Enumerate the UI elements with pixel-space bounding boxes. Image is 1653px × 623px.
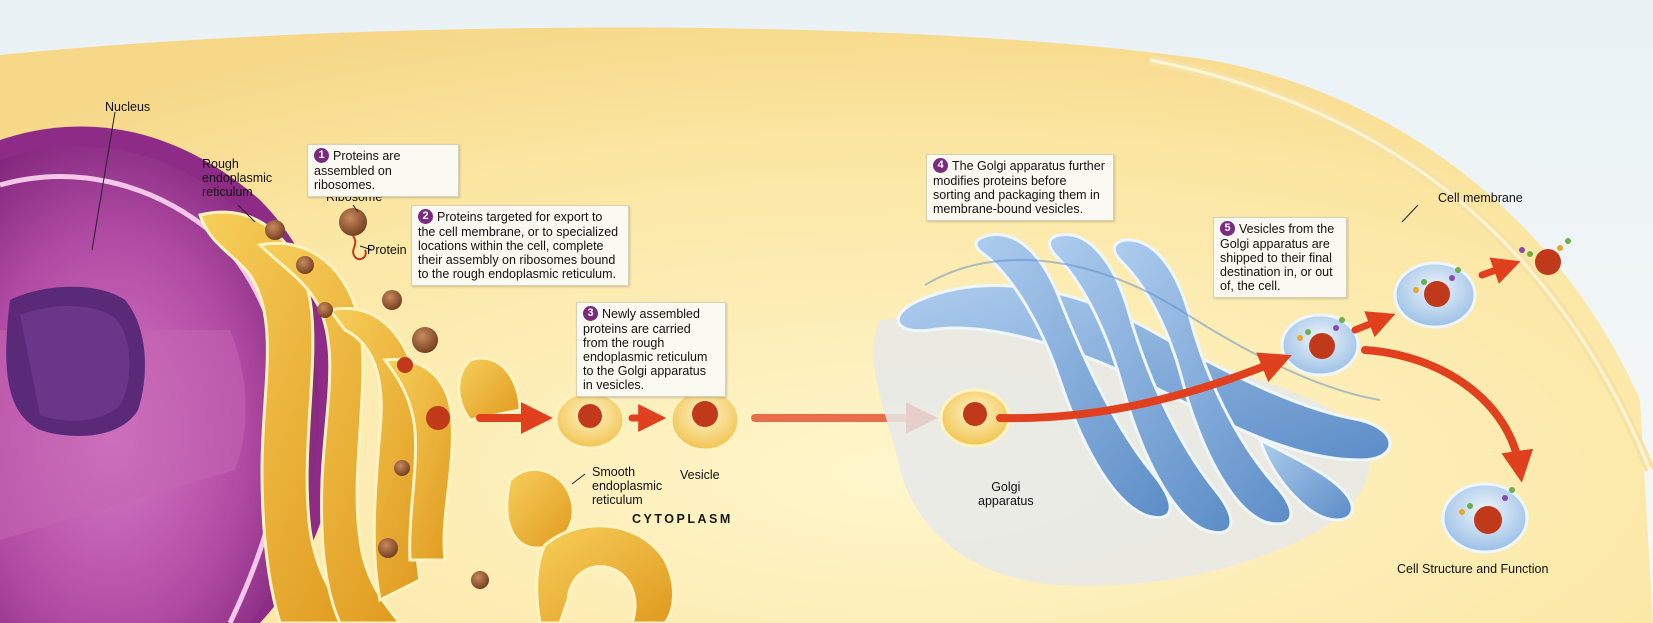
step-1-text: Proteins are assembled on ribosomes. bbox=[314, 149, 401, 192]
internal-vesicle bbox=[1441, 482, 1529, 554]
step-5-text: Vesicles from the Golgi apparatus are sh… bbox=[1220, 222, 1335, 293]
internal-arrow bbox=[1361, 346, 1534, 483]
footer-caption: Cell Structure and Function bbox=[1397, 562, 1549, 576]
rough-er-label: Rough endoplasmic reticulum bbox=[202, 157, 273, 199]
vesicle-label: Vesicle bbox=[680, 468, 720, 482]
golgi-transport-arrow bbox=[996, 352, 1292, 423]
golgi-apparatus bbox=[896, 232, 1392, 535]
secreted-protein bbox=[1519, 238, 1571, 275]
er-proteins bbox=[397, 357, 450, 430]
step-3-badge: 3 bbox=[583, 306, 598, 321]
protein-label: Protein bbox=[367, 243, 407, 257]
er-vesicles bbox=[554, 388, 741, 452]
step-1-badge: 1 bbox=[314, 148, 329, 163]
cytoplasm-label: CYTOPLASM bbox=[632, 512, 733, 526]
cell-membrane-label: Cell membrane bbox=[1438, 191, 1523, 205]
smooth-er-label: Smooth endoplasmic reticulum bbox=[592, 465, 663, 507]
nucleus-label: Nucleus bbox=[105, 100, 151, 114]
step-5-badge: 5 bbox=[1220, 221, 1235, 236]
step-3-text: Newly assembled proteins are carried fro… bbox=[583, 307, 708, 392]
membrane-vesicle bbox=[1393, 261, 1477, 329]
exocytosis-arrow bbox=[1351, 311, 1396, 338]
golgi-exit-vesicle bbox=[1280, 313, 1360, 377]
protein-strand bbox=[352, 235, 367, 261]
step-2-badge: 2 bbox=[418, 209, 433, 224]
golgi-label: Golgi apparatus bbox=[978, 480, 1034, 508]
step-4-badge: 4 bbox=[933, 158, 948, 173]
step-4-text: The Golgi apparatus further modifies pro… bbox=[933, 159, 1105, 216]
ribosomes bbox=[265, 208, 489, 589]
step-2-text: Proteins targeted for export to the cell… bbox=[418, 210, 619, 281]
